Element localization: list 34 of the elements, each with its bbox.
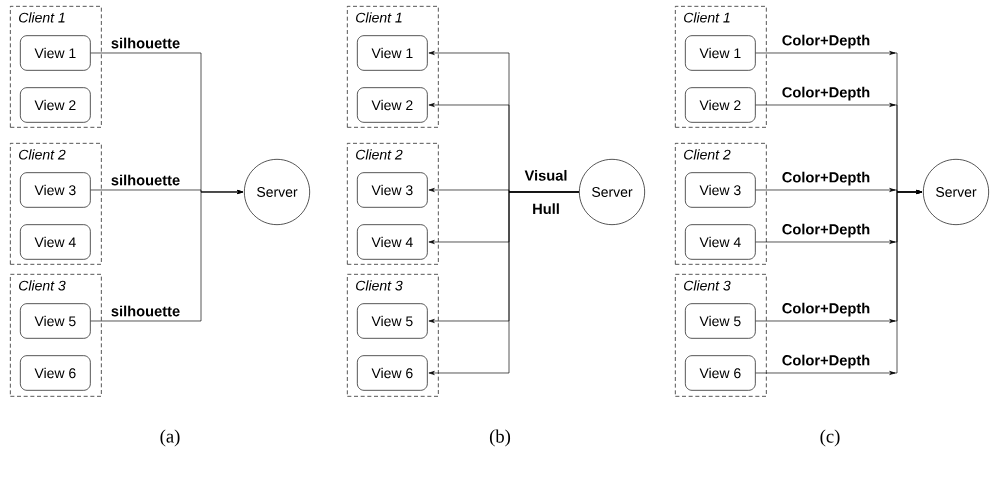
- view-box: View 2: [357, 87, 428, 123]
- edge-label: Color+Depth: [782, 34, 870, 49]
- edge-label: Color+Depth: [782, 171, 870, 186]
- view-box: View 5: [20, 303, 91, 339]
- view-box: View 4: [357, 224, 428, 260]
- edge-label: Color+Depth: [782, 302, 870, 317]
- arrow: [90, 190, 244, 322]
- edge-label: silhouette: [111, 305, 180, 317]
- view-box: View 1: [20, 35, 91, 71]
- edge-label: Color+Depth: [782, 86, 870, 101]
- edge-label: Visual Hull: [524, 169, 567, 215]
- view-box: View 6: [20, 355, 91, 391]
- edge-label: Color+Depth: [782, 223, 870, 238]
- edge-label: silhouette: [111, 174, 180, 186]
- view-box: View 6: [685, 355, 756, 391]
- view-box: View 4: [685, 224, 756, 260]
- view-box: View 1: [357, 35, 428, 71]
- view-box: View 3: [357, 172, 428, 208]
- view-box: View 5: [685, 303, 756, 339]
- arrow: [755, 190, 923, 375]
- view-box: View 6: [357, 355, 428, 391]
- view-box: View 3: [20, 172, 91, 208]
- panel-caption: (c): [820, 429, 840, 447]
- edge-label: silhouette: [111, 37, 180, 49]
- panel-caption: (a): [160, 429, 180, 447]
- view-box: View 2: [20, 87, 91, 123]
- view-box: View 3: [685, 172, 756, 208]
- edge-label: Color+Depth: [782, 354, 870, 369]
- view-box: View 1: [685, 35, 756, 71]
- view-box: View 4: [20, 224, 91, 260]
- view-box: View 2: [685, 87, 756, 123]
- view-box: View 5: [357, 303, 428, 339]
- panel-caption: (b): [489, 429, 511, 447]
- arrow: [428, 191, 580, 375]
